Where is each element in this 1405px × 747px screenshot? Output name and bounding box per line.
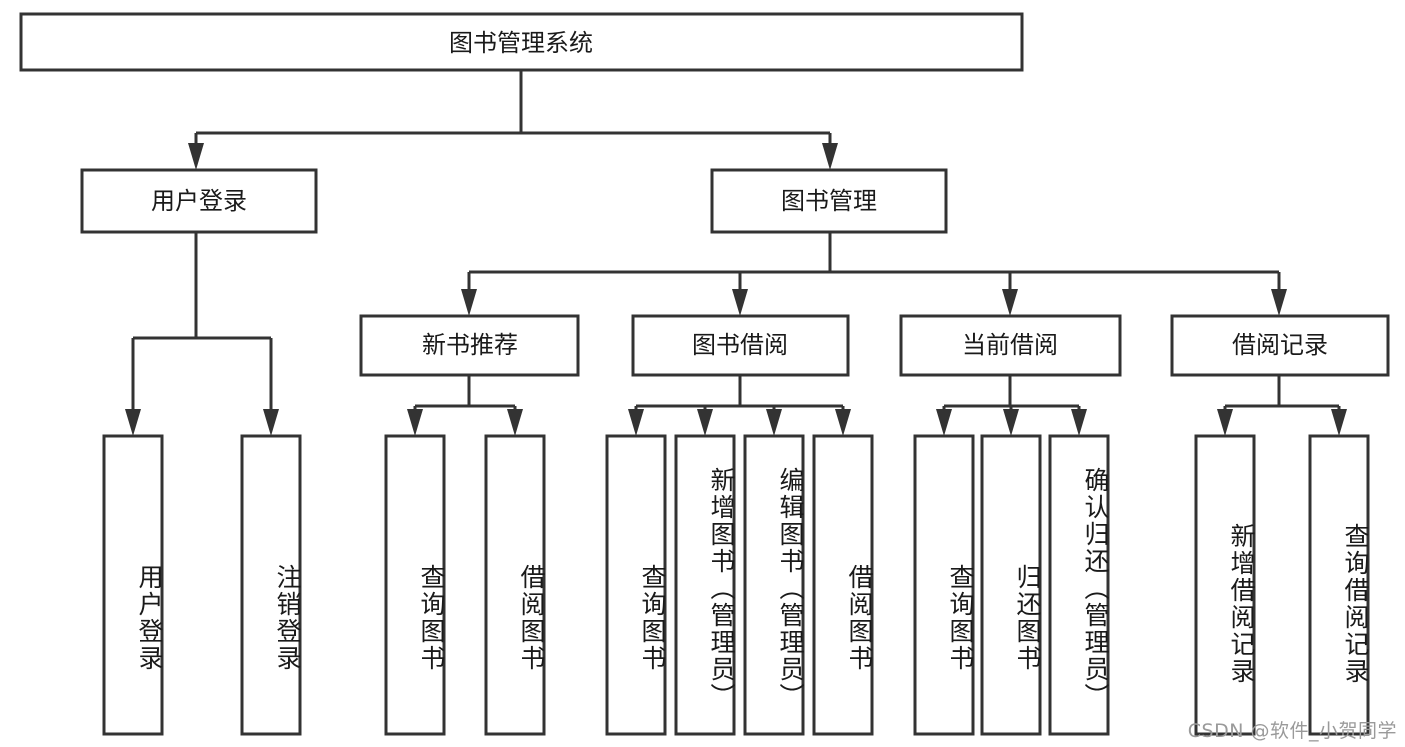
node-new-book-recommend[interactable]: 新书推荐	[359, 314, 580, 377]
node-book-borrow-box[interactable]	[631, 314, 850, 377]
arrow-head-leaf-query-book-3	[936, 409, 952, 436]
node-root-box[interactable]	[19, 12, 1024, 72]
arrow-head-book-borrow	[732, 289, 748, 316]
node-book-manage[interactable]: 图书管理	[710, 168, 948, 234]
arrow-head-leaf-logout-login	[263, 409, 279, 436]
node-leaf-add-record-box[interactable]	[1194, 434, 1256, 736]
arrow-head-leaf-add-book	[697, 409, 713, 436]
arrow-head-leaf-query-record	[1331, 409, 1347, 436]
node-current-borrow-box[interactable]	[899, 314, 1122, 377]
node-leaf-borrow-book-2-box[interactable]	[812, 434, 874, 736]
node-borrow-record-label: 借阅记录	[1232, 331, 1328, 359]
node-leaf-query-book-3-box[interactable]	[913, 434, 975, 736]
arrow-head-leaf-confirm-return	[1071, 409, 1087, 436]
node-book-manage-box[interactable]	[710, 168, 948, 234]
node-book-manage-label: 图书管理	[781, 187, 877, 215]
arrow-head-leaf-borrow-book-2	[835, 409, 851, 436]
node-user-login-box[interactable]	[80, 168, 318, 234]
node-leaf-borrow-book-1-box[interactable]	[484, 434, 546, 736]
node-root-label: 图书管理系统	[449, 29, 593, 57]
node-leaf-user-login-box[interactable]	[102, 434, 164, 736]
node-new-book-recommend-box[interactable]	[359, 314, 580, 377]
arrow-head-leaf-borrow-book-1	[507, 409, 523, 436]
node-user-login[interactable]: 用户登录	[80, 168, 318, 234]
node-leaf-edit-book-box[interactable]	[743, 434, 805, 736]
leaf-boxes	[102, 434, 1370, 736]
node-current-borrow[interactable]: 当前借阅	[899, 314, 1122, 377]
node-leaf-logout-login-box[interactable]	[240, 434, 302, 736]
arrow-head-leaf-query-book-1	[407, 409, 423, 436]
arrow-head-leaf-edit-book	[766, 409, 782, 436]
node-root[interactable]: 图书管理系统	[19, 12, 1024, 72]
node-current-borrow-label: 当前借阅	[962, 331, 1058, 359]
arrow-head-user-login	[188, 143, 204, 170]
node-leaf-query-book-1-box[interactable]	[384, 434, 446, 736]
arrow-head-leaf-user-login	[125, 409, 141, 436]
node-leaf-return-book-box[interactable]	[980, 434, 1042, 736]
node-user-login-label: 用户登录	[151, 187, 247, 215]
node-borrow-record[interactable]: 借阅记录	[1170, 314, 1390, 377]
node-leaf-query-book-2-box[interactable]	[605, 434, 667, 736]
node-new-book-recommend-label: 新书推荐	[422, 331, 518, 359]
arrow-head-book-manage	[822, 143, 838, 170]
arrow-head-borrow-record	[1271, 289, 1287, 316]
arrow-head-leaf-return-book	[1003, 409, 1019, 436]
connector-group	[125, 70, 1347, 436]
node-borrow-record-box[interactable]	[1170, 314, 1390, 377]
csdn-watermark: CSDN @软件_小贺同学	[1187, 720, 1397, 742]
node-leaf-confirm-return-box[interactable]	[1048, 434, 1110, 736]
arrow-head-current-borrow	[1002, 289, 1018, 316]
node-leaf-add-book-box[interactable]	[674, 434, 736, 736]
arrow-head-leaf-add-record	[1217, 409, 1233, 436]
node-leaf-query-record-box[interactable]	[1308, 434, 1370, 736]
node-book-borrow[interactable]: 图书借阅	[631, 314, 850, 377]
arrow-head-new-book-recommend	[461, 289, 477, 316]
node-book-borrow-label: 图书借阅	[692, 331, 788, 359]
arrow-head-leaf-query-book-2	[628, 409, 644, 436]
